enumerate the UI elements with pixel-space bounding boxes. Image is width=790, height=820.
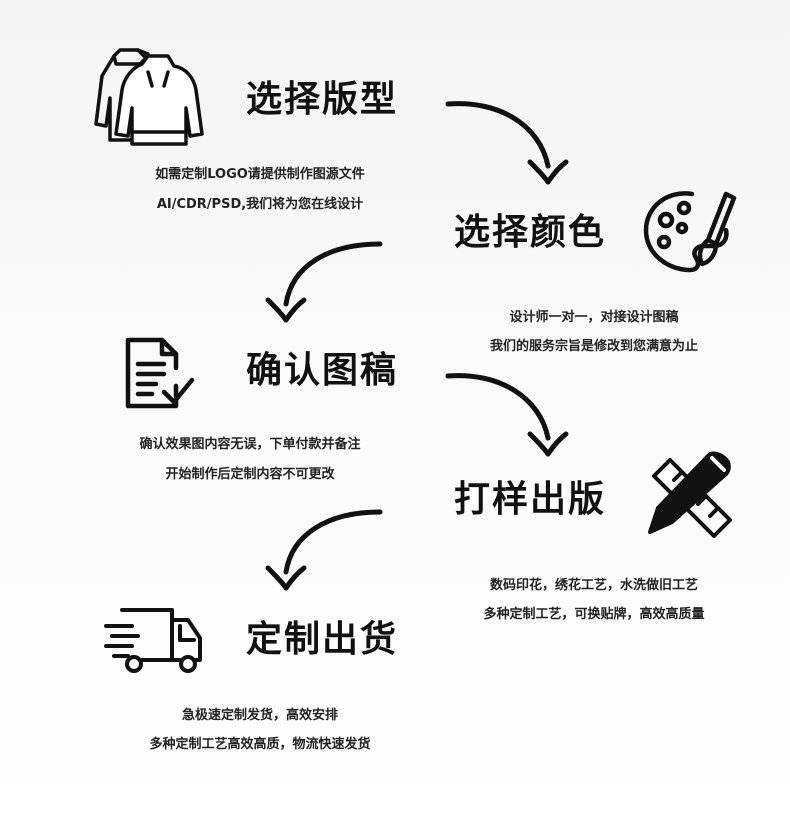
step-2-desc-line-2: 我们的服务宗旨是修改到您满意为止 xyxy=(489,339,698,354)
step-5-desc-line-2: 多种定制工艺高效高质，物流快速发货 xyxy=(149,737,371,752)
hoodie-icon xyxy=(94,48,204,146)
pencil-ruler-icon xyxy=(648,451,732,538)
palette-brush-icon xyxy=(643,191,737,273)
step-4-desc-line-2: 多种定制工艺，可换贴牌，高效高质量 xyxy=(483,607,705,622)
step-4-desc-line-1: 数码印花，绣花工艺，水洗做旧工艺 xyxy=(489,578,698,593)
step-5-desc-line-1: 急极速定制发货，高效安排 xyxy=(181,708,338,723)
step-5-title: 定制出货 xyxy=(246,619,399,660)
arrow-curve-right-icon xyxy=(445,373,569,457)
step-2-title: 选择颜色 xyxy=(454,212,607,253)
step-4-title: 打样出版 xyxy=(454,479,607,520)
document-check-icon xyxy=(125,337,195,409)
step-3-title: 确认图稿 xyxy=(246,350,399,391)
step-2-desc-line-1: 设计师一对一，对接设计图稿 xyxy=(509,310,679,325)
arrow-curve-left-icon xyxy=(265,509,383,591)
arrow-curve-right-icon xyxy=(445,101,569,185)
step-3-desc-line-1: 确认效果图内容无误，下单付款并备注 xyxy=(139,437,361,452)
delivery-truck-icon xyxy=(104,608,202,673)
arrow-curve-left-icon xyxy=(265,241,383,323)
step-1-desc-line-1: 如需定制LOGO请提供制作图源文件 xyxy=(155,167,365,182)
step-1-desc-line-2: AI/CDR/PSD,我们将为您在线设计 xyxy=(156,197,364,212)
step-1-title: 选择版型 xyxy=(246,79,399,120)
step-3-desc-line-2: 开始制作后定制内容不可更改 xyxy=(165,467,335,482)
